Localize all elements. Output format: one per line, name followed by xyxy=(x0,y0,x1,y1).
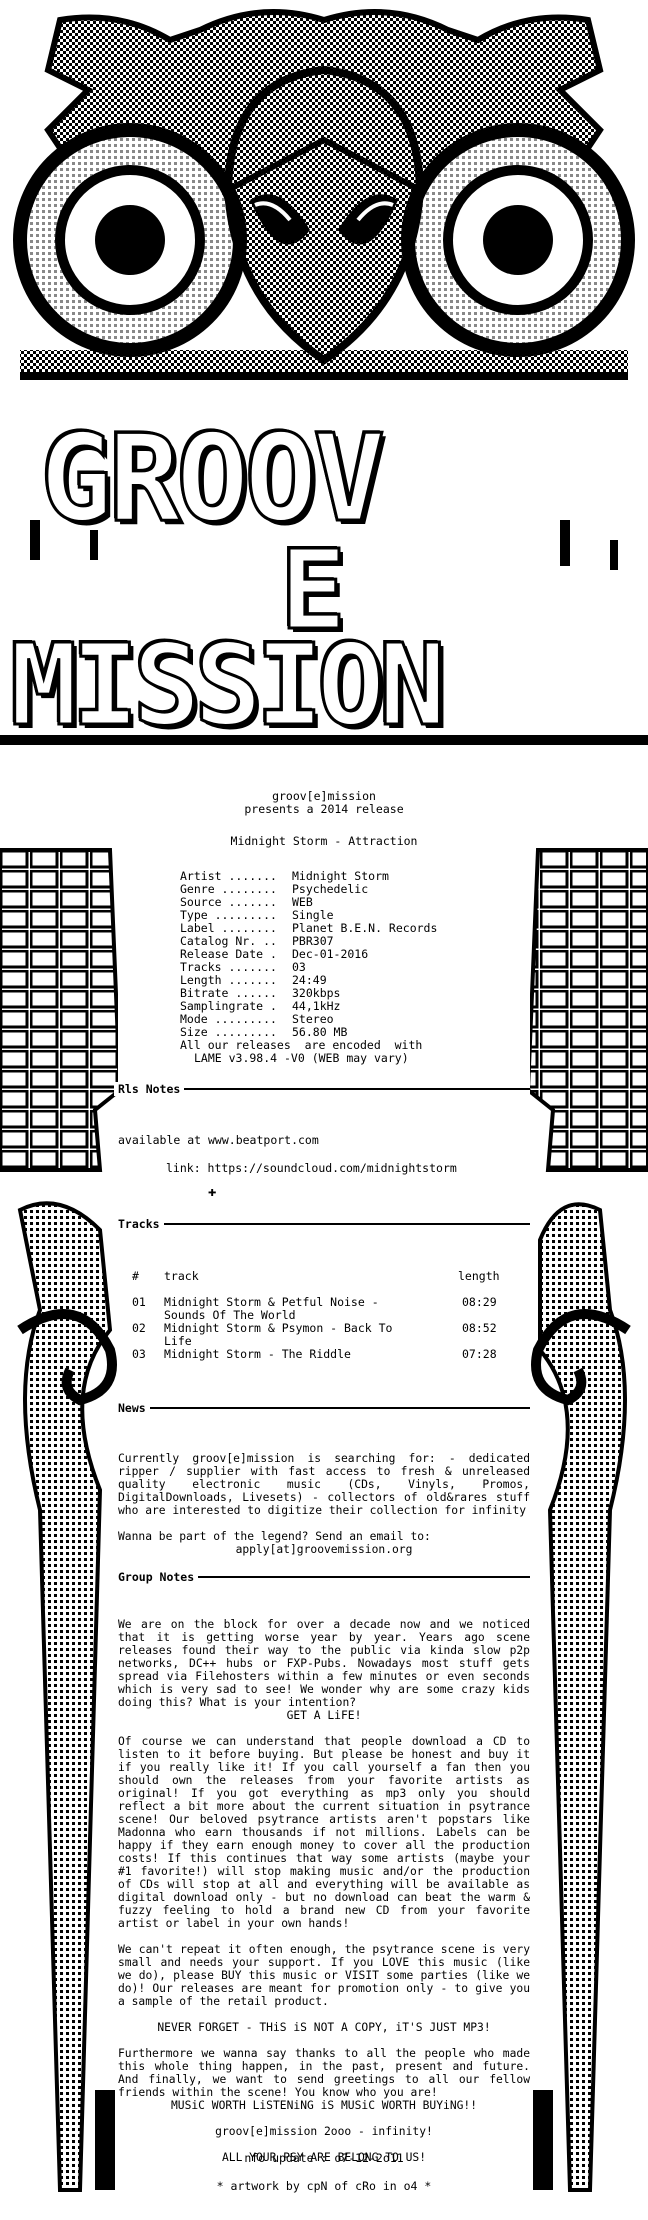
art-crown xyxy=(0,9,648,745)
track-title: Midnight Storm & Petful Noise - xyxy=(164,1295,379,1309)
info-value: PBR307 xyxy=(292,934,334,948)
info-label: Genre ........ xyxy=(180,882,277,896)
track-length: 07:28 xyxy=(462,1347,497,1361)
info-value: Stereo xyxy=(292,1012,334,1026)
infinity-line: groov[e]mission 2ooo - infinity! xyxy=(215,2125,433,2138)
track-num: 02 xyxy=(132,1321,146,1335)
group-notes-body: We are on the block for over a decade no… xyxy=(118,1618,530,2164)
info-label: Bitrate ...... xyxy=(180,986,277,1000)
intro-group: groov[e]mission xyxy=(272,789,376,803)
info-value: 03 xyxy=(292,960,306,974)
news-apply: Wanna be part of the legend? Send an ema… xyxy=(118,1530,431,1543)
info-value: Dec-01-2016 xyxy=(292,947,369,961)
info-label: Size ......... xyxy=(180,1025,277,1039)
nfo-panel: groov[e]mission presents a 2014 release … xyxy=(114,789,530,2220)
col-header-length: length xyxy=(458,1269,500,1283)
tracklist: # track length 01 Midnight Storm & Petfu… xyxy=(128,1270,530,1390)
track-title-cont: Life xyxy=(164,1334,192,1348)
tracks-heading: Tracks xyxy=(114,1217,164,1231)
info-value: Midnight Storm xyxy=(292,869,389,883)
nfo-update: nfo update : o7-12-2o11 xyxy=(244,2151,404,2165)
info-value: WEB xyxy=(292,895,313,909)
group-notes-paragraph: Of course we can understand that people … xyxy=(118,1735,530,1930)
artwork-credit: * artwork by cpN of cRo in o4 * xyxy=(216,2179,432,2193)
info-label: Mode ......... xyxy=(180,1012,277,1026)
info-label: Length ....... xyxy=(180,973,277,987)
music-worth: MUSiC WORTH LiSTENiNG iS MUSiC WORTH BUY… xyxy=(170,2099,478,2112)
info-value: 320kbps xyxy=(292,986,341,1000)
encode-note: All our releases are encoded with xyxy=(180,1038,423,1052)
group-notes-paragraph: We are on the block for over a decade no… xyxy=(118,1618,530,1709)
info-label: Catalog Nr. .. xyxy=(180,934,277,948)
info-label: Release Date . xyxy=(180,947,277,961)
group-notes-paragraph: Furthermore we wanna say thanks to all t… xyxy=(118,2047,530,2099)
info-label: Artist ....... xyxy=(180,869,277,883)
release-title: Midnight Storm - Attraction xyxy=(230,834,418,848)
psy-line: ALL YOUR PSY ARE BELONG TO US! xyxy=(221,2151,427,2164)
logo-word-e: E xyxy=(278,526,347,654)
rls-notes-link: link: https://soundcloud.com/midnightsto… xyxy=(166,1161,457,1175)
track-num: 01 xyxy=(132,1295,146,1309)
track-title-cont: Sounds Of The World xyxy=(164,1308,296,1322)
group-notes-heading: Group Notes xyxy=(114,1570,199,1584)
intro-presents: presents a 2014 release xyxy=(244,802,404,816)
get-a-life: GET A LiFE! xyxy=(286,1709,362,1722)
group-notes-paragraph: We can't repeat it often enough, the psy… xyxy=(118,1943,530,2008)
track-length: 08:52 xyxy=(462,1321,497,1335)
encode-note: LAME v3.98.4 -V0 (WEB may vary) xyxy=(194,1051,409,1065)
info-label: Type ......... xyxy=(180,908,277,922)
rls-notes-heading: Rls Notes xyxy=(114,1082,185,1096)
news-body: Currently groov[e]mission is searching f… xyxy=(118,1452,530,1556)
divider xyxy=(118,1223,530,1225)
info-label: Tracks ....... xyxy=(180,960,277,974)
track-title: Midnight Storm & Psymon - Back To xyxy=(164,1321,393,1335)
info-label: Samplingrate . xyxy=(180,999,277,1013)
info-value: 24:49 xyxy=(292,973,327,987)
track-num: 03 xyxy=(132,1347,146,1361)
info-value: Psychedelic xyxy=(292,882,369,896)
star-icon: ✚ xyxy=(208,1184,217,1200)
news-paragraph: Currently groov[e]mission is searching f… xyxy=(118,1452,530,1517)
divider xyxy=(118,1088,530,1090)
col-header-num: # xyxy=(132,1269,139,1283)
divider xyxy=(118,1576,530,1578)
info-label: Label ........ xyxy=(180,921,277,935)
track-title: Midnight Storm - The Riddle xyxy=(164,1347,351,1361)
news-email: apply[at]groovemission.org xyxy=(235,1543,413,1556)
info-value: Single xyxy=(292,908,334,922)
info-label: Source ....... xyxy=(180,895,277,909)
divider xyxy=(118,1407,530,1409)
header-ascii-art: GROOV E MISSION xyxy=(0,0,648,790)
news-heading: News xyxy=(114,1401,150,1415)
logo-word-groov: GROOV xyxy=(38,410,386,549)
info-value: 44,1kHz xyxy=(292,999,341,1013)
rls-notes-availability: available at www.beatport.com xyxy=(118,1133,319,1147)
info-value: 56.80 MB xyxy=(292,1025,348,1039)
track-length: 08:29 xyxy=(462,1295,497,1309)
info-value: Planet B.E.N. Records xyxy=(292,921,438,935)
never-forget: NEVER FORGET - THiS iS NOT A COPY, iT'S … xyxy=(157,2021,491,2034)
side-art xyxy=(0,848,648,2192)
logo-word-mission: MISSION xyxy=(8,621,447,751)
col-header-track: track xyxy=(164,1269,199,1283)
